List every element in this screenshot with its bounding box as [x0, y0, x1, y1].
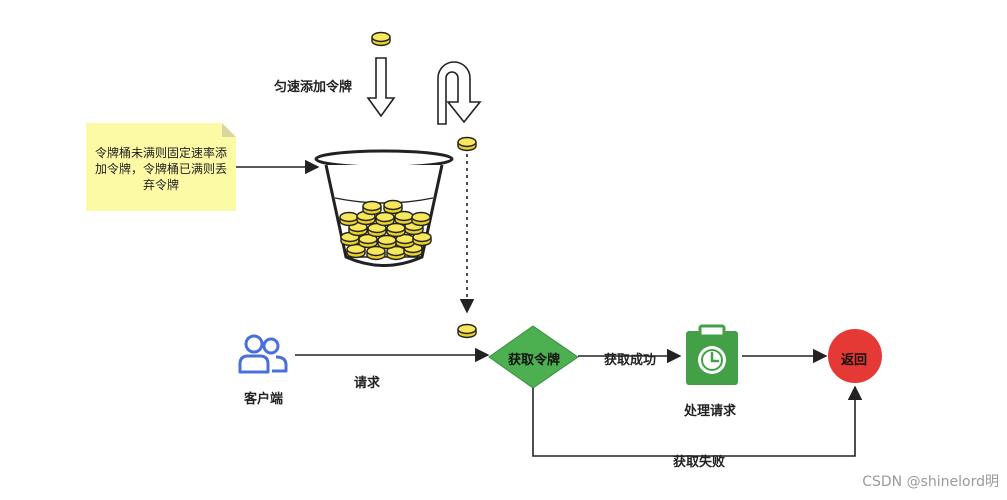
watermark: CSDN @shinelord明 [862, 474, 999, 490]
u-turn-arrow-icon [437, 61, 482, 125]
token-bucket [314, 149, 454, 267]
get-fail-label: 获取失败 [673, 455, 726, 470]
rule-note [86, 123, 236, 211]
get-token-label: 获取令牌 [508, 353, 561, 368]
request-label: 请求 [354, 376, 381, 391]
users-icon [238, 334, 288, 374]
return-circle [828, 329, 882, 383]
client-label: 客户端 [244, 392, 284, 407]
coin-icon [371, 31, 391, 47]
clipboard-clock-icon [686, 324, 738, 385]
uniform-add-label: 匀速添加令牌 [274, 80, 353, 95]
coin-icon [457, 323, 477, 339]
fail-arrow [532, 385, 863, 457]
return-label: 返回 [841, 353, 868, 368]
process-request-label: 处理请求 [684, 404, 737, 419]
get-success-label: 获取成功 [604, 353, 657, 368]
down-arrow-icon [366, 57, 396, 118]
coin-icon [457, 136, 477, 152]
rule-note-text: 令牌桶未满则固定速率添加令牌，令牌桶已满则丢弃令牌 [94, 146, 227, 192]
